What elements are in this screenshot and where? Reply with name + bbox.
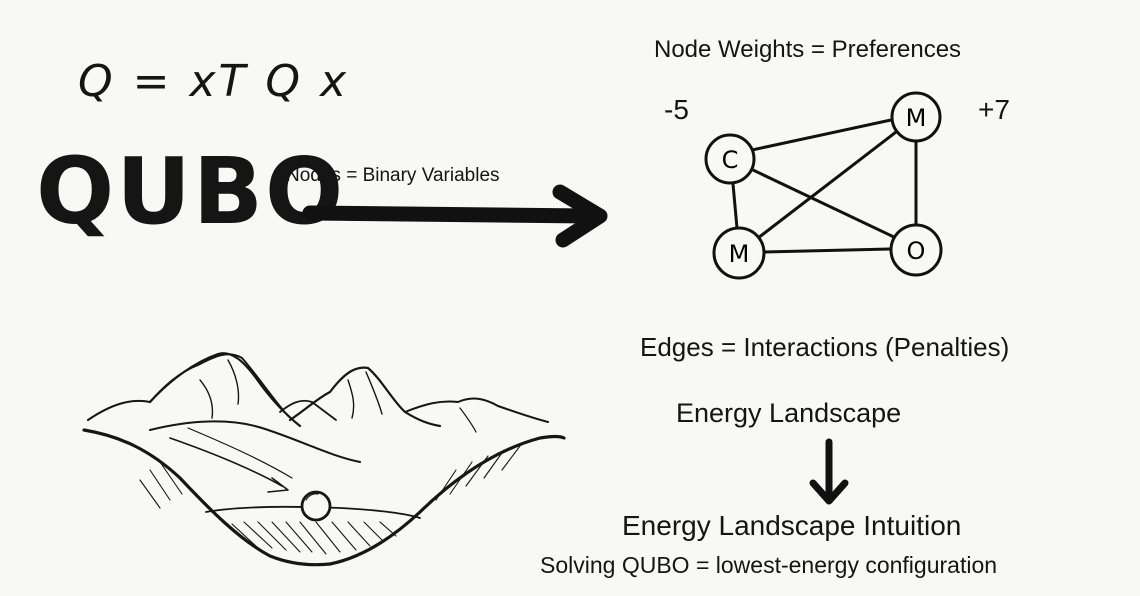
qubo-title: QUBO xyxy=(36,138,346,245)
nodes-label: Nodes = Binary Variables xyxy=(286,165,500,186)
intuition-title: Energy Landscape Intuition xyxy=(622,510,962,541)
node-label-m-bottom: M xyxy=(729,240,750,268)
valley-floor xyxy=(205,505,421,519)
graph-node-c: C xyxy=(704,133,756,185)
graph-node-m-bottom: M xyxy=(712,226,766,280)
valley-hatching xyxy=(139,445,521,555)
edges-label: Edges = Interactions (Penalties) xyxy=(640,332,1010,362)
edge-c-m-bottom xyxy=(731,183,739,229)
mountain-main xyxy=(148,352,302,428)
mountain-back-left xyxy=(87,353,284,421)
edge-c-o xyxy=(752,168,897,240)
graph-edges xyxy=(731,118,918,254)
mountain-small xyxy=(279,399,337,421)
node-label-c: C xyxy=(722,146,739,174)
mid-hill xyxy=(149,420,361,463)
edge-m-top-m-bottom xyxy=(757,130,897,240)
intuition-subtitle: Solving QUBO = lowest-energy configurati… xyxy=(540,552,998,578)
edge-m-bottom-o xyxy=(763,247,892,254)
mountain-peak-right xyxy=(288,366,442,428)
node-weight-right: +7 xyxy=(978,94,1010,125)
graph-node-o: O xyxy=(889,223,943,277)
valley-right-wall xyxy=(328,434,566,566)
energy-landscape-label: Energy Landscape xyxy=(676,398,902,428)
node-weights-heading: Node Weights = Preferences xyxy=(654,36,962,63)
node-weight-left: -5 xyxy=(664,94,689,125)
qubo-formula: Q = xT Q x xyxy=(78,56,350,107)
graph-node-m-top: M xyxy=(890,91,942,143)
slope-arrow-2 xyxy=(187,427,293,479)
ball xyxy=(300,490,332,522)
node-label-m-top: M xyxy=(906,104,927,132)
slope-arrow-1 xyxy=(169,437,283,487)
mountain-far-right xyxy=(404,397,549,423)
node-label-o: O xyxy=(907,237,926,265)
edge-c-m-top xyxy=(751,118,892,152)
